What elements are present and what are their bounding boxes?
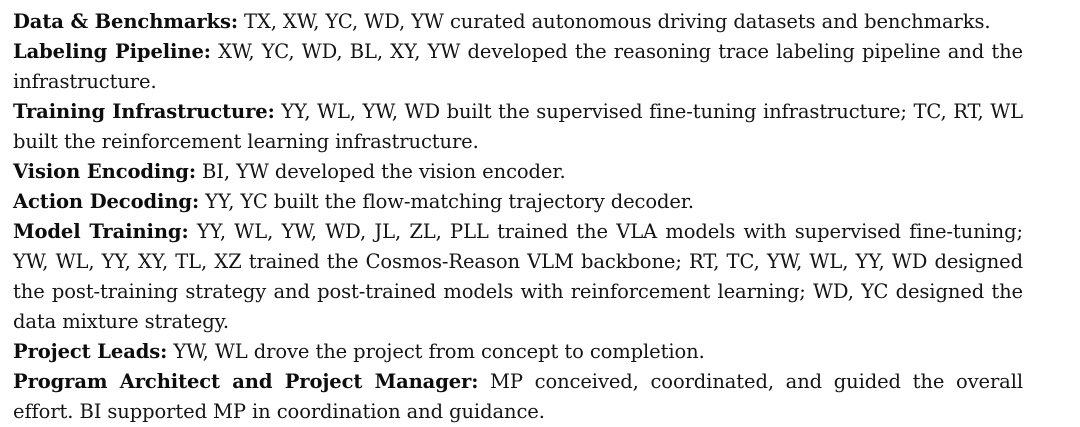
contribution-paragraph: Data & Benchmarks: TX, XW, YC, WD, YW cu…: [13, 7, 1023, 37]
contribution-text: TX, XW, YC, WD, YW curated autonomous dr…: [244, 10, 991, 33]
contribution-text: YY, WL, YW, WD, JL, ZL, PLL trained the …: [13, 220, 1023, 333]
contribution-paragraph: Training Infrastructure: YY, WL, YW, WD …: [13, 97, 1023, 157]
contributions-section: Data & Benchmarks: TX, XW, YC, WD, YW cu…: [13, 7, 1024, 423]
contribution-paragraph: Project Leads: YW, WL drove the project …: [13, 337, 1023, 367]
contribution-label: Labeling Pipeline:: [13, 40, 211, 63]
contribution-label: Project Leads:: [13, 340, 168, 363]
contribution-label: Vision Encoding:: [13, 160, 196, 183]
contribution-text: YY, WL, YW, WD built the supervised fine…: [13, 100, 1023, 153]
contribution-label: Training Infrastructure:: [13, 100, 275, 123]
contribution-text: YW, WL drove the project from concept to…: [173, 340, 705, 363]
contribution-text: BI, YW developed the vision encoder.: [202, 160, 566, 183]
contribution-text: XW, YC, WD, BL, XY, YW developed the rea…: [13, 40, 1024, 93]
contribution-paragraph: Vision Encoding: BI, YW developed the vi…: [13, 157, 1023, 187]
contribution-paragraph: Labeling Pipeline: XW, YC, WD, BL, XY, Y…: [13, 37, 1023, 97]
contribution-text: YY, YC built the flow-matching trajector…: [205, 190, 694, 213]
contribution-label: Action Decoding:: [13, 190, 200, 213]
contribution-paragraph: Program Architect and Project Manager: M…: [13, 367, 1023, 427]
contribution-paragraph: Action Decoding: YY, YC built the flow-m…: [13, 187, 1023, 217]
contribution-paragraph: Model Training: YY, WL, YW, WD, JL, ZL, …: [13, 217, 1023, 337]
contribution-label: Model Training:: [13, 220, 189, 243]
contribution-label: Program Architect and Project Manager:: [13, 370, 479, 393]
contribution-label: Data & Benchmarks:: [13, 10, 238, 33]
